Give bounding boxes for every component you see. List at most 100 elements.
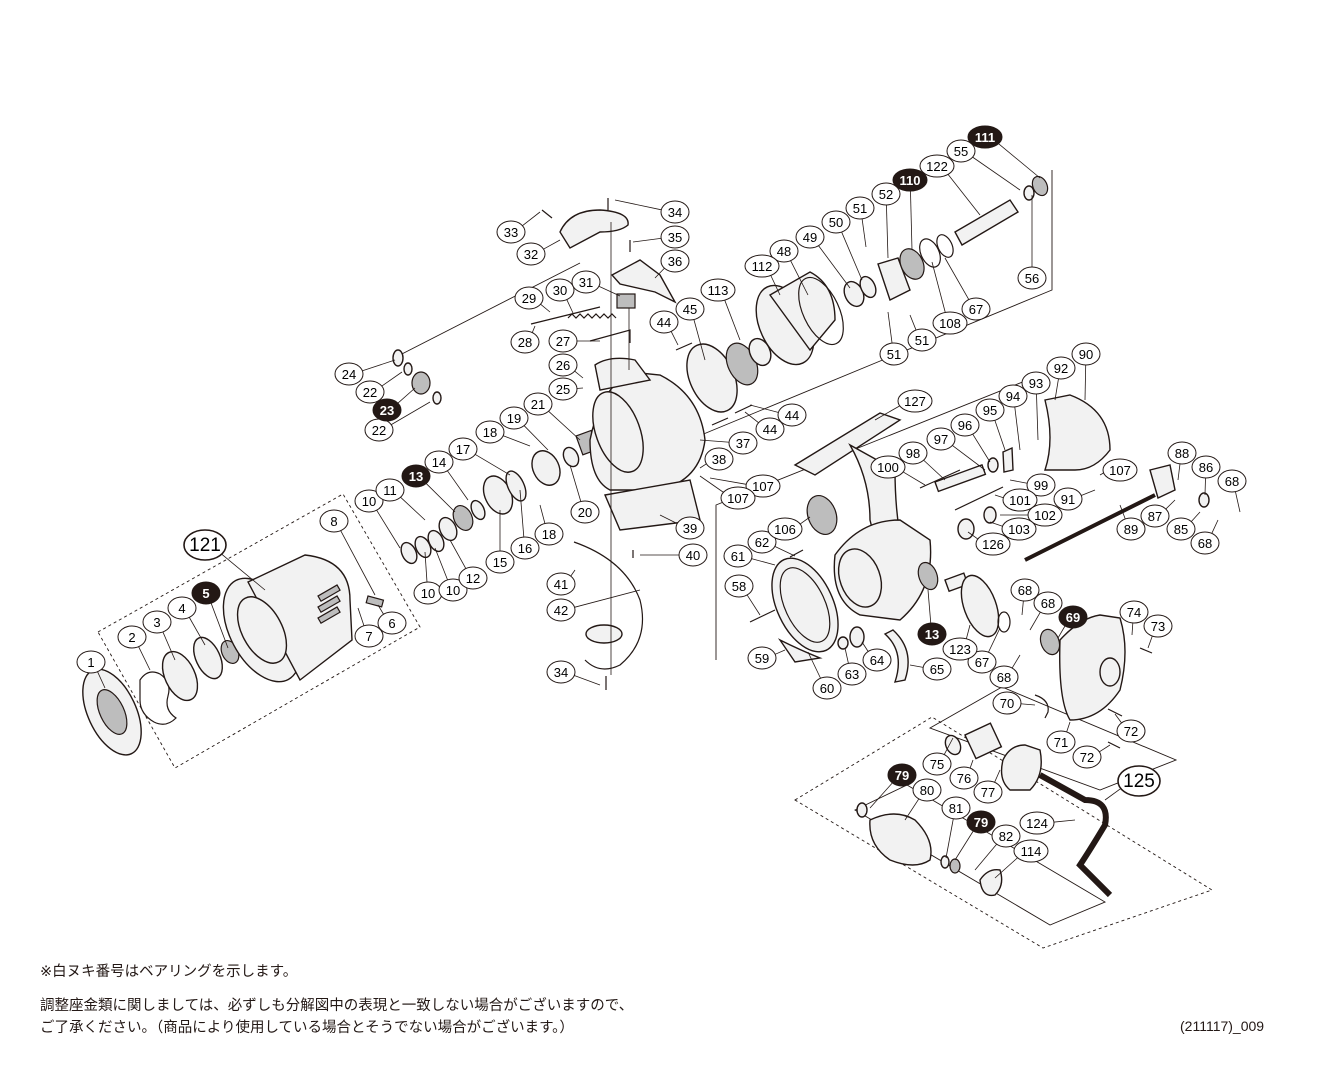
callout-part-67a[interactable]: 67 [961, 297, 991, 321]
callout-part-98[interactable]: 98 [898, 441, 928, 465]
callout-part-112[interactable]: 112 [744, 254, 780, 278]
callout-part-22a[interactable]: 22 [355, 380, 385, 404]
callout-part-27[interactable]: 27 [548, 329, 578, 353]
callout-part-18a[interactable]: 18 [475, 420, 505, 444]
callout-part-56[interactable]: 56 [1017, 266, 1047, 290]
callout-part-35[interactable]: 35 [660, 225, 690, 249]
callout-part-59[interactable]: 59 [747, 646, 777, 670]
callout-part-28[interactable]: 28 [510, 330, 540, 354]
callout-part-90[interactable]: 90 [1071, 342, 1101, 366]
callout-part-41[interactable]: 41 [546, 572, 576, 596]
callout-part-121[interactable]: 121 [183, 529, 227, 561]
callout-part-8[interactable]: 8 [319, 509, 349, 533]
callout-part-19[interactable]: 19 [499, 406, 529, 430]
callout-part-100[interactable]: 100 [870, 455, 906, 479]
callout-part-44b[interactable]: 44 [755, 417, 785, 441]
callout-part-17[interactable]: 17 [448, 437, 478, 461]
callout-part-2[interactable]: 2 [117, 625, 147, 649]
callout-part-122[interactable]: 122 [919, 154, 955, 178]
callout-part-64[interactable]: 64 [862, 648, 892, 672]
callout-part-60[interactable]: 60 [812, 676, 842, 700]
callout-part-106[interactable]: 106 [767, 517, 803, 541]
callout-part-107a[interactable]: 107 [745, 474, 781, 498]
callout-part-76[interactable]: 76 [949, 766, 979, 790]
callout-part-10b[interactable]: 10 [413, 581, 443, 605]
callout-part-79a[interactable]: 79 [887, 763, 917, 787]
callout-part-82[interactable]: 82 [991, 824, 1021, 848]
callout-part-99[interactable]: 99 [1026, 473, 1056, 497]
callout-part-25[interactable]: 25 [548, 377, 578, 401]
callout-part-91[interactable]: 91 [1053, 487, 1083, 511]
callout-part-23[interactable]: 23 [372, 398, 402, 422]
callout-part-123[interactable]: 123 [942, 637, 978, 661]
callout-part-72b[interactable]: 72 [1072, 745, 1102, 769]
callout-part-92[interactable]: 92 [1046, 356, 1076, 380]
callout-part-114[interactable]: 114 [1013, 839, 1049, 863]
callout-part-113[interactable]: 113 [700, 278, 736, 302]
callout-part-7[interactable]: 7 [354, 624, 384, 648]
callout-part-68d[interactable]: 68 [1217, 469, 1247, 493]
callout-part-38[interactable]: 38 [704, 447, 734, 471]
callout-part-5[interactable]: 5 [191, 581, 221, 605]
callout-part-72a[interactable]: 72 [1116, 719, 1146, 743]
callout-part-69[interactable]: 69 [1058, 605, 1088, 629]
callout-part-107b[interactable]: 107 [720, 486, 756, 510]
callout-part-68b[interactable]: 68 [1033, 591, 1063, 615]
callout-part-63[interactable]: 63 [837, 662, 867, 686]
callout-part-89[interactable]: 89 [1116, 517, 1146, 541]
callout-part-3[interactable]: 3 [142, 610, 172, 634]
callout-part-77[interactable]: 77 [973, 780, 1003, 804]
callout-part-32[interactable]: 32 [516, 242, 546, 266]
callout-part-6[interactable]: 6 [377, 611, 407, 635]
callout-part-44c[interactable]: 44 [777, 403, 807, 427]
callout-part-74[interactable]: 74 [1119, 600, 1149, 624]
callout-part-48[interactable]: 48 [769, 239, 799, 263]
callout-part-11[interactable]: 11 [375, 478, 405, 502]
callout-part-73[interactable]: 73 [1143, 614, 1173, 638]
callout-part-127[interactable]: 127 [897, 389, 933, 413]
callout-part-93[interactable]: 93 [1021, 371, 1051, 395]
callout-part-68e[interactable]: 68 [1190, 531, 1220, 555]
callout-part-81[interactable]: 81 [941, 796, 971, 820]
callout-part-13b[interactable]: 13 [917, 622, 947, 646]
callout-part-85[interactable]: 85 [1166, 517, 1196, 541]
callout-part-61[interactable]: 61 [723, 544, 753, 568]
callout-part-22b[interactable]: 22 [364, 418, 394, 442]
callout-part-34b[interactable]: 34 [546, 660, 576, 684]
callout-part-12[interactable]: 12 [458, 566, 488, 590]
callout-part-86[interactable]: 86 [1191, 455, 1221, 479]
callout-part-51b[interactable]: 51 [879, 342, 909, 366]
callout-part-34a[interactable]: 34 [660, 200, 690, 224]
callout-part-52[interactable]: 52 [871, 182, 901, 206]
callout-part-108[interactable]: 108 [932, 311, 968, 335]
callout-part-107c[interactable]: 107 [1102, 458, 1138, 482]
callout-part-111[interactable]: 111 [967, 125, 1003, 149]
callout-part-18b[interactable]: 18 [534, 522, 564, 546]
callout-part-67b[interactable]: 67 [967, 650, 997, 674]
callout-part-80[interactable]: 80 [912, 778, 942, 802]
callout-part-103[interactable]: 103 [1001, 517, 1037, 541]
callout-part-39[interactable]: 39 [675, 516, 705, 540]
callout-part-88[interactable]: 88 [1167, 441, 1197, 465]
callout-part-65[interactable]: 65 [922, 657, 952, 681]
callout-part-40[interactable]: 40 [678, 543, 708, 567]
callout-part-125[interactable]: 125 [1117, 765, 1161, 797]
callout-part-1[interactable]: 1 [76, 650, 106, 674]
callout-part-110[interactable]: 110 [892, 168, 928, 192]
callout-part-10c[interactable]: 10 [438, 578, 468, 602]
callout-part-15[interactable]: 15 [485, 550, 515, 574]
callout-part-101[interactable]: 101 [1002, 488, 1038, 512]
callout-part-26[interactable]: 26 [548, 353, 578, 377]
callout-part-126[interactable]: 126 [975, 532, 1011, 556]
callout-part-45[interactable]: 45 [675, 297, 705, 321]
callout-part-50[interactable]: 50 [821, 210, 851, 234]
callout-part-24[interactable]: 24 [334, 362, 364, 386]
callout-part-16[interactable]: 16 [510, 536, 540, 560]
callout-part-36[interactable]: 36 [660, 249, 690, 273]
callout-part-75[interactable]: 75 [922, 752, 952, 776]
callout-part-102[interactable]: 102 [1027, 503, 1063, 527]
callout-part-68c[interactable]: 68 [989, 665, 1019, 689]
callout-part-68a[interactable]: 68 [1010, 578, 1040, 602]
callout-part-44a[interactable]: 44 [649, 310, 679, 334]
callout-part-87[interactable]: 87 [1140, 504, 1170, 528]
